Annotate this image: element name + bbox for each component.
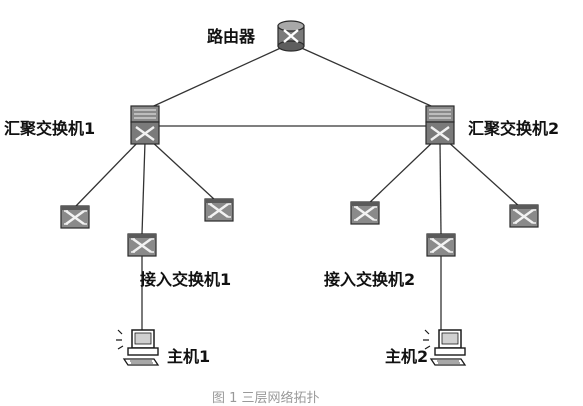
access-switch-1-icon	[126, 232, 158, 258]
aggregation-switch-1-icon	[129, 104, 161, 146]
switch-left-2-icon	[203, 197, 235, 223]
link-agg1-sw-left	[74, 139, 141, 208]
link-agg2-sw-left	[365, 139, 436, 207]
switch-left-1-icon	[59, 204, 91, 230]
switch-right-2-icon	[508, 203, 540, 229]
figure-caption: 图 1 三层网络拓扑	[212, 390, 320, 406]
access-switch-2-label: 接入交换机2	[324, 270, 415, 289]
link-agg2-sw-right	[445, 139, 521, 208]
link-agg2-access2	[439, 141, 442, 235]
access-switch-2-icon	[425, 232, 457, 258]
host-1-label: 主机1	[167, 347, 210, 366]
aggregation-switch-2-label: 汇聚交换机2	[468, 119, 559, 138]
aggregation-switch-2-icon	[424, 104, 456, 146]
aggregation-switch-1-label: 汇聚交换机1	[4, 119, 95, 138]
links	[74, 45, 521, 330]
switch-right-1-icon	[349, 200, 381, 226]
router-icon	[276, 19, 306, 53]
link-agg1-sw-right	[149, 139, 216, 201]
host-2-computer-icon	[422, 329, 466, 366]
access-switch-1-label: 接入交换机1	[140, 270, 231, 289]
host-2-label: 主机2	[385, 347, 428, 366]
host-1-computer-icon	[115, 329, 159, 366]
link-router-agg2	[296, 45, 441, 111]
router-label: 路由器	[207, 27, 256, 46]
link-agg1-access1	[141, 141, 146, 235]
link-router-agg1	[144, 45, 286, 111]
